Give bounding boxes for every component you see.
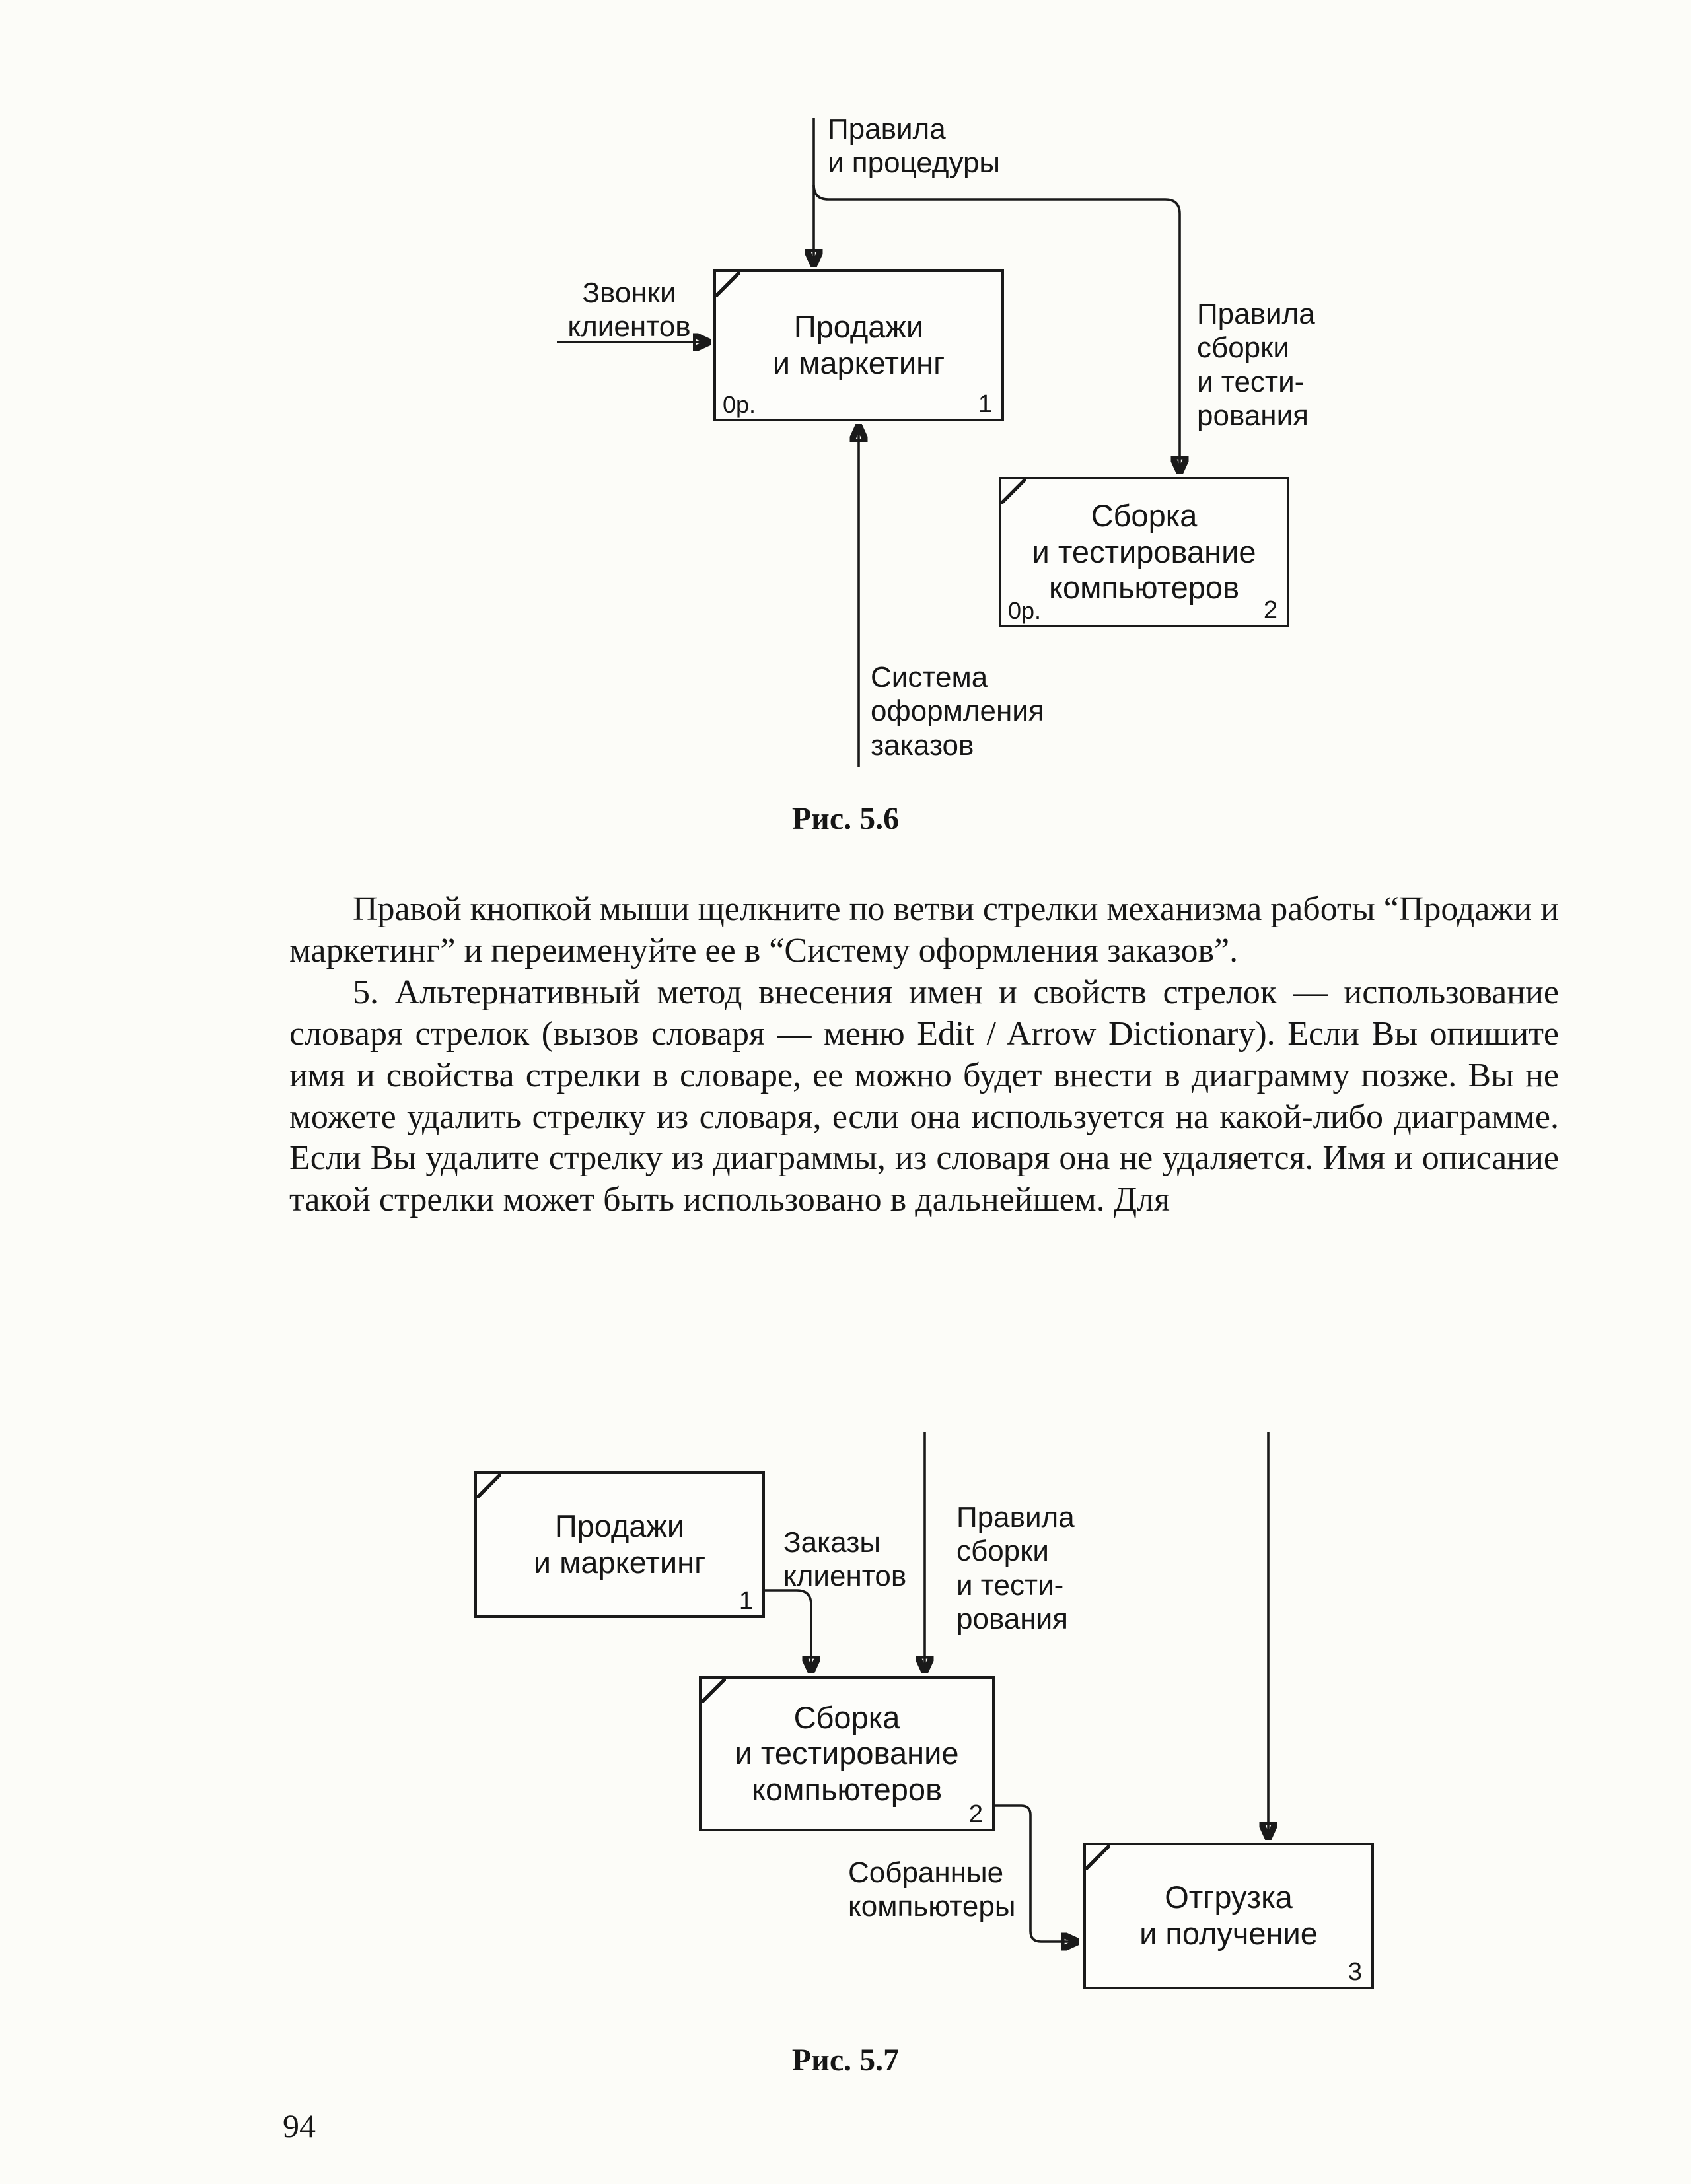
- label-rules-procedures: Правила и процедуры: [828, 113, 1001, 180]
- activity-box-assembly-testing-57: Сборка и тестирование компьютеров 2: [699, 1676, 995, 1831]
- box-title: Отгрузка и получение: [1139, 1880, 1318, 1951]
- box-title: Продажи и маркетинг: [533, 1508, 706, 1580]
- label-assembly-rules-56: Правила сборки и тести- рования: [1197, 298, 1315, 433]
- body-text: Правой кнопкой мыши щелкните по ветви ст…: [289, 889, 1559, 1221]
- label-client-orders: Заказы клиентов: [783, 1526, 907, 1593]
- figure-caption-57: Рис. 5.7: [791, 2043, 900, 2078]
- box-cost-tag: 0р.: [723, 391, 756, 418]
- page-number: 94: [283, 2107, 316, 2144]
- box-cost-tag: 0р.: [1008, 597, 1042, 624]
- corner-fold: [476, 1473, 501, 1498]
- figure-caption-56: Рис. 5.6: [791, 801, 900, 836]
- activity-box-sales-marketing-57: Продажи и маркетинг 1: [474, 1471, 765, 1618]
- arrow-assembled-computers: [995, 1804, 1077, 1942]
- box-number: 3: [1348, 1958, 1362, 1986]
- activity-box-shipping-receiving-57: Отгрузка и получение 3: [1083, 1843, 1374, 1989]
- activity-box-assembly-testing-56: Сборка и тестирование компьютеров 0р. 2: [999, 477, 1289, 627]
- activity-box-sales-marketing-56: Продажи и маркетинг 0р. 1: [713, 269, 1004, 421]
- box-number: 2: [1263, 596, 1277, 624]
- arrow-client-orders: [765, 1589, 811, 1671]
- corner-fold: [1001, 479, 1026, 504]
- box-number: 1: [738, 1587, 753, 1615]
- body-paragraph-1: Правой кнопкой мыши щелкните по ветви ст…: [289, 890, 1559, 969]
- corner-fold: [715, 271, 740, 297]
- arrow-assembly-rules-branch: [812, 184, 1180, 472]
- corner-fold: [1085, 1845, 1110, 1870]
- label-client-calls: Звонки клиентов: [567, 277, 691, 343]
- corner-fold: [701, 1678, 726, 1703]
- label-assembled-computers: Собранные компьютеры: [848, 1856, 1016, 1923]
- box-title: Сборка и тестирование компьютеров: [1032, 498, 1256, 606]
- box-title: Сборка и тестирование компьютеров: [735, 1699, 959, 1807]
- label-order-system: Система оформления заказов: [871, 661, 1044, 761]
- box-number: 2: [968, 1800, 983, 1828]
- box-title: Продажи и маркетинг: [772, 309, 945, 380]
- box-number: 1: [978, 390, 992, 418]
- label-assembly-rules-57: Правила сборки и тести- рования: [956, 1501, 1075, 1636]
- body-paragraph-2: 5. Альтернативный метод внесения имен и …: [289, 973, 1559, 1219]
